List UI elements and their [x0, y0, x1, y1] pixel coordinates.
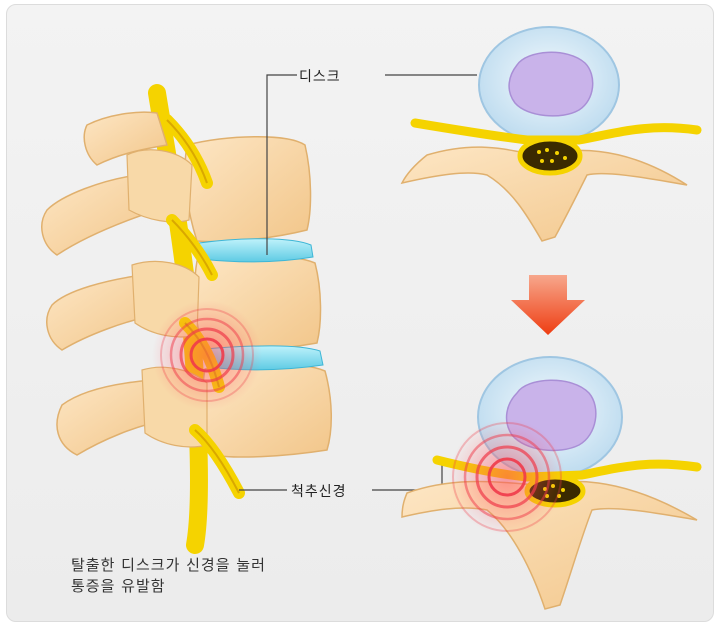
spine-diagram: [41, 26, 702, 610]
caption: 탈출한 디스크가 신경을 눌러 통증을 유발함: [71, 555, 266, 597]
caption-line-1: 탈출한 디스크가 신경을 눌러: [71, 556, 266, 574]
caption-line-2: 통증을 유발함: [71, 577, 166, 595]
spinal-nerve-label: 척추신경: [291, 484, 347, 500]
spinous-processes: [41, 111, 169, 456]
pain-indicator-side: [152, 300, 262, 410]
illustration-frame: 디스크 척추신경 탈출한 디스크가 신경을 눌러 통증을 유발함: [6, 4, 714, 622]
down-arrow: [511, 275, 585, 335]
disc-leader-line: [266, 74, 297, 255]
cross-section-normal: [400, 26, 702, 242]
pain-indicator-cross: [449, 419, 565, 535]
disc-label: 디스크: [299, 69, 341, 85]
